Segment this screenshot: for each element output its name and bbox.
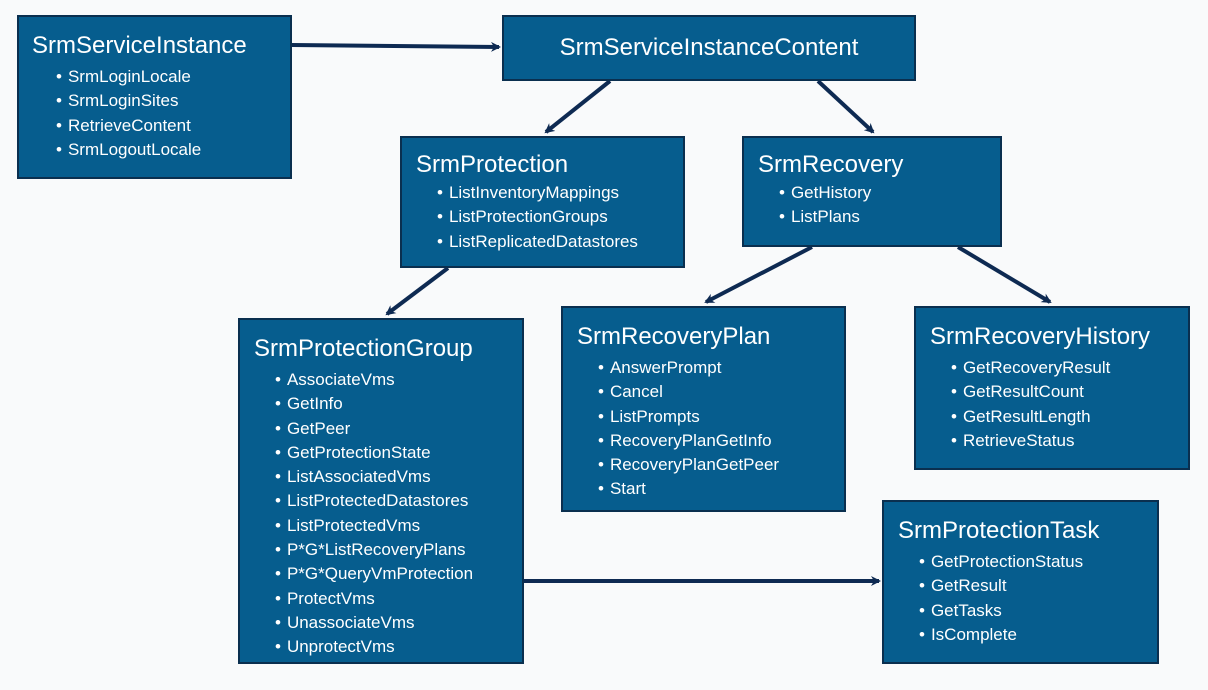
method-item: ListInventoryMappings <box>437 181 683 205</box>
box-srm-service-instance-content: SrmServiceInstanceContent <box>502 15 916 81</box>
box-srm-protection: SrmProtection ListInventoryMappings List… <box>400 136 685 268</box>
box-title: SrmServiceInstance <box>32 32 247 59</box>
method-item: ListReplicatedDatastores <box>437 230 683 254</box>
method-item: P*G*QueryVmProtection <box>275 562 522 586</box>
method-item: Cancel <box>598 380 844 404</box>
method-item: SrmLogoutLocale <box>56 138 290 162</box>
method-list: ListInventoryMappings ListProtectionGrou… <box>402 179 683 254</box>
arrow-recovery-to-plan <box>704 245 813 304</box>
method-item: AssociateVms <box>275 368 522 392</box>
method-item: ProtectVms <box>275 587 522 611</box>
method-item: UnassociateVms <box>275 611 522 635</box>
method-item: ListPrompts <box>598 405 844 429</box>
method-item: GetResultCount <box>951 380 1188 404</box>
method-item: ListProtectedDatastores <box>275 489 522 513</box>
method-item: GetInfo <box>275 392 522 416</box>
box-srm-protection-group: SrmProtectionGroup AssociateVms GetInfo … <box>238 318 524 664</box>
method-list: AnswerPrompt Cancel ListPrompts Recovery… <box>563 351 844 502</box>
method-item: SrmLoginSites <box>56 89 290 113</box>
arrow-content-to-protection <box>544 79 612 134</box>
arrow-recovery-to-history <box>956 245 1052 304</box>
method-item: RecoveryPlanGetPeer <box>598 453 844 477</box>
method-item: GetTasks <box>919 599 1157 623</box>
method-item: RecoveryPlanGetInfo <box>598 429 844 453</box>
method-item: GetProtectionState <box>275 441 522 465</box>
box-srm-protection-task: SrmProtectionTask GetProtectionStatus Ge… <box>882 500 1159 664</box>
method-item: AnswerPrompt <box>598 356 844 380</box>
method-list: AssociateVms GetInfo GetPeer GetProtecti… <box>240 363 522 660</box>
method-list: GetRecoveryResult GetResultCount GetResu… <box>916 351 1188 453</box>
method-item: GetProtectionStatus <box>919 550 1157 574</box>
method-item: GetHistory <box>779 181 1000 205</box>
method-item: Start <box>598 477 844 501</box>
method-item: IsComplete <box>919 623 1157 647</box>
method-list: SrmLoginLocale SrmLoginSites RetrieveCon… <box>19 60 290 162</box>
method-item: GetResultLength <box>951 405 1188 429</box>
method-item: ListProtectionGroups <box>437 205 683 229</box>
method-list: GetProtectionStatus GetResult GetTasks I… <box>884 545 1157 647</box>
method-item: ListPlans <box>779 205 1000 229</box>
box-title: SrmRecoveryHistory <box>930 323 1151 350</box>
method-item: SrmLoginLocale <box>56 65 290 89</box>
method-item: ListProtectedVms <box>275 514 522 538</box>
method-item: GetPeer <box>275 417 522 441</box>
box-srm-service-instance: SrmServiceInstance SrmLoginLocale SrmLog… <box>17 15 292 179</box>
box-title: SrmServiceInstanceContent <box>559 34 859 61</box>
box-title: SrmProtectionTask <box>898 517 1100 544</box>
box-srm-recovery-history: SrmRecoveryHistory GetRecoveryResult Get… <box>914 306 1190 470</box>
box-title: SrmRecovery <box>758 151 904 178</box>
box-title: SrmProtectionGroup <box>254 335 473 362</box>
arrow-instance-to-content <box>291 41 501 52</box>
method-item: P*G*ListRecoveryPlans <box>275 538 522 562</box>
method-item: RetrieveStatus <box>951 429 1188 453</box>
box-title: SrmProtection <box>416 151 569 178</box>
method-item: GetRecoveryResult <box>951 356 1188 380</box>
method-item: UnprotectVms <box>275 635 522 659</box>
method-item: ListAssociatedVms <box>275 465 522 489</box>
method-item: GetResult <box>919 574 1157 598</box>
method-list: GetHistory ListPlans <box>744 179 1000 230</box>
arrow-protection-to-group <box>385 266 450 316</box>
box-srm-recovery-plan: SrmRecoveryPlan AnswerPrompt Cancel List… <box>561 306 846 512</box>
method-item: RetrieveContent <box>56 114 290 138</box>
box-title: SrmRecoveryPlan <box>577 323 771 350</box>
arrow-content-to-recovery <box>816 79 875 134</box>
box-srm-recovery: SrmRecovery GetHistory ListPlans <box>742 136 1002 247</box>
